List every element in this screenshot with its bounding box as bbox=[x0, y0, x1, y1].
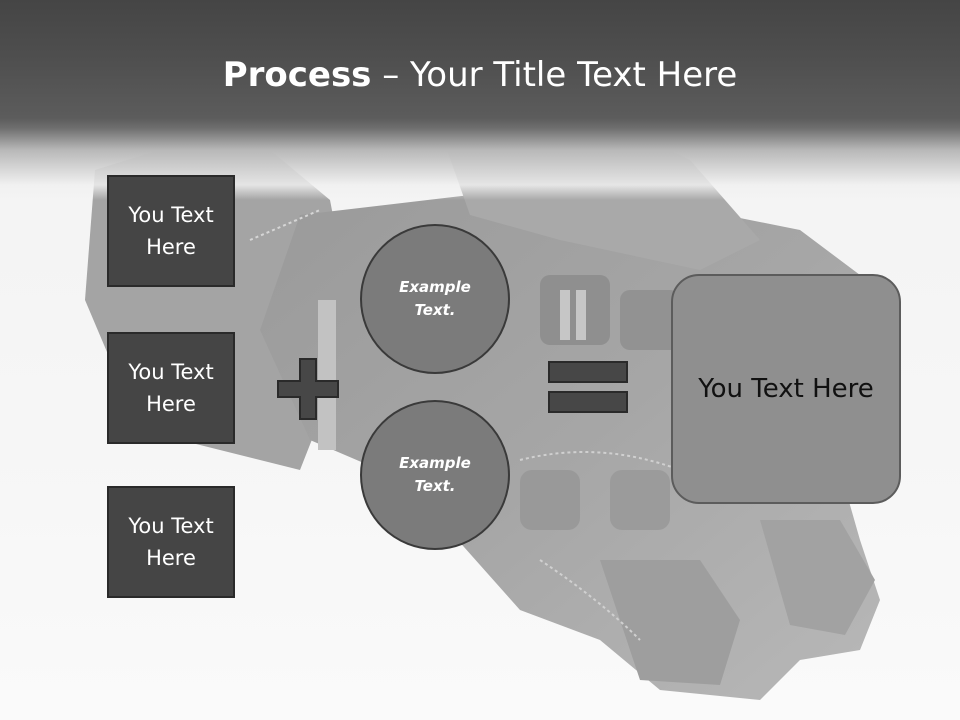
text-box-2-label: You Text Here bbox=[128, 360, 214, 416]
result-box-label: You Text Here bbox=[698, 374, 874, 404]
text-box-3-label: You Text Here bbox=[128, 514, 214, 570]
text-box-3[interactable]: You Text Here bbox=[107, 486, 235, 598]
slide-title-rest: – Your Title Text Here bbox=[371, 55, 738, 95]
slide-title[interactable]: Process – Your Title Text Here bbox=[0, 52, 960, 98]
text-box-1-label: You Text Here bbox=[128, 203, 214, 259]
text-box-2[interactable]: You Text Here bbox=[107, 332, 235, 444]
slide-title-bold: Process bbox=[222, 55, 372, 95]
equals-icon bbox=[548, 361, 628, 413]
example-circle-1-label: Example Text. bbox=[399, 278, 471, 319]
example-circle-2-label: Example Text. bbox=[399, 454, 471, 495]
title-bar bbox=[0, 0, 960, 200]
result-box[interactable]: You Text Here bbox=[671, 274, 901, 504]
example-circle-1[interactable]: Example Text. bbox=[360, 224, 510, 374]
plus-icon bbox=[277, 358, 339, 420]
text-box-1[interactable]: You Text Here bbox=[107, 175, 235, 287]
example-circle-2[interactable]: Example Text. bbox=[360, 400, 510, 550]
